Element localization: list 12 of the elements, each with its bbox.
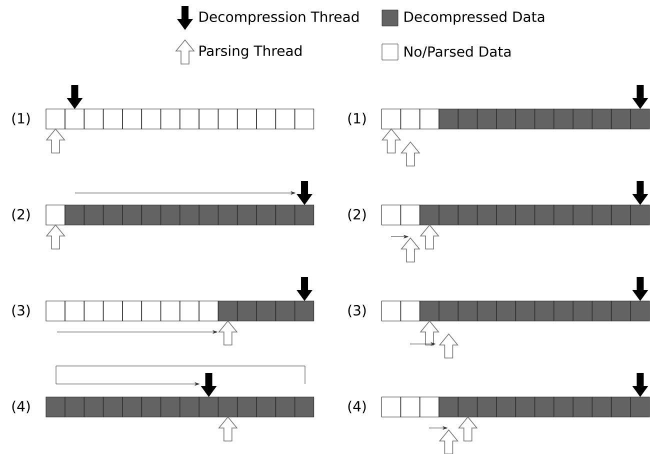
row-label: (4) (348, 400, 366, 414)
row-label: (2) (348, 208, 366, 222)
row-label: (1) (12, 112, 30, 126)
legend-text: Parsing Thread (200, 45, 302, 59)
row-label: (1) (348, 112, 366, 126)
row-label: (2) (12, 208, 30, 222)
row-label: (3) (348, 304, 366, 318)
legend-text: Decompression Thread (200, 11, 358, 25)
legend-text: Decompressed Data (404, 11, 544, 25)
legend-text: No/Parsed Data (404, 46, 510, 58)
row-label: (3) (12, 304, 30, 318)
row-label: (4) (12, 400, 30, 414)
